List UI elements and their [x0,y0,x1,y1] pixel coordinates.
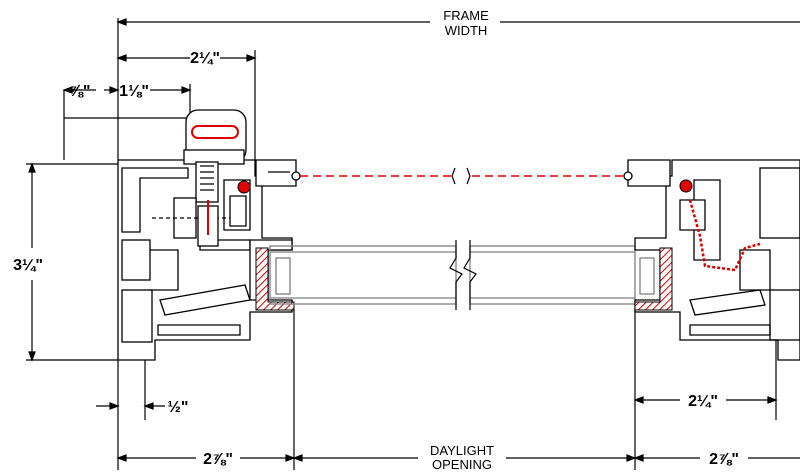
frame-width-label: FRAME [443,8,489,23]
dim-7-8: ⅞" [70,83,91,100]
dim-height-3-1-4: 3¼" [13,257,43,274]
right-gasket [688,199,761,272]
dim-bottom-left-2-7-8: 2⅞" [203,451,233,468]
right-sealant [634,247,673,311]
air-barrier-line [300,167,624,185]
dim-1-1-8: 1⅛" [119,83,149,100]
frame-width-label-line2: WIDTH [445,23,488,38]
dim-right-2-1-4: 2¼" [688,393,718,410]
dim-bottom-right-2-7-8: 2⅞" [709,451,739,468]
anchor-clip [152,109,247,247]
left-weather-seal [237,180,251,194]
daylight-opening-label-line2: OPENING [432,457,492,472]
right-weather-seal [679,179,693,193]
left-sealant [255,247,295,311]
glass-break-symbol [449,240,477,310]
dim-1-2: ½" [168,399,189,416]
dim-top-2-1-4: 2¼" [190,50,220,67]
glass-unit [269,245,655,305]
dimension-lines [26,18,800,470]
right-frame-profile [623,159,800,361]
daylight-opening-label: DAYLIGHT [430,443,494,458]
